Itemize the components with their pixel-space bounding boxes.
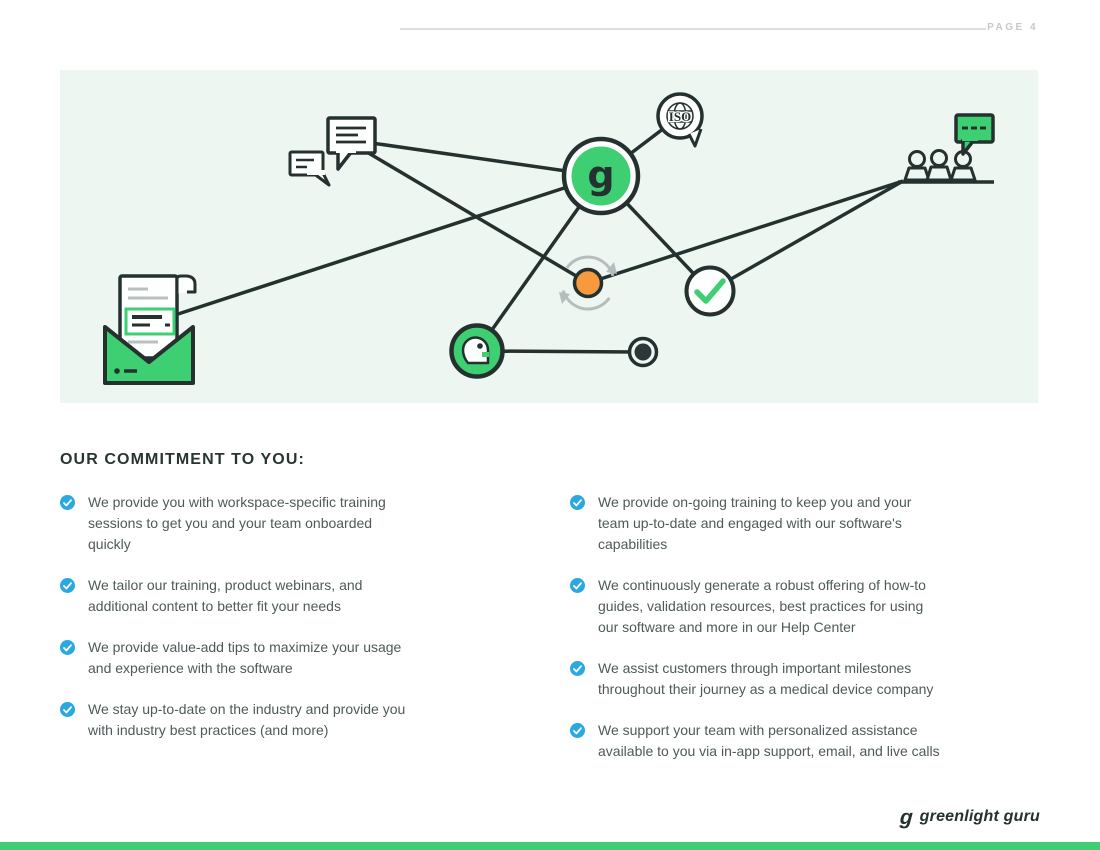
commitment-heading: OUR COMMITMENT TO YOU: [60,451,305,468]
greenlight-logo-icon: g [561,136,641,216]
list-item: We stay up-to-date on the industry and p… [60,699,460,741]
brand-wordmark: greenlight guru [919,808,1040,825]
check-bullet-icon [570,495,585,510]
guru-head-icon [449,323,505,379]
list-item-text: We tailor our training, product webinars… [88,577,363,614]
check-bullet-icon [570,661,585,676]
sync-arrows-icon [559,255,617,311]
list-item: We provide on-going training to keep you… [570,492,990,555]
open-envelope-letter-icon [103,274,197,385]
dot-node-icon [627,336,659,368]
chat-bubbles-icon [288,116,377,187]
list-item: We support your team with personalized a… [570,720,990,762]
list-item-text: We provide on-going training to keep you… [598,494,912,552]
list-item-text: We provide value-add tips to maximize yo… [88,639,402,676]
network-illustration: ISO g [103,92,995,385]
green-speech-bubble-icon [954,113,995,156]
page-number-label: PAGE 4 [987,22,1038,33]
list-item-text: We support your team with personalized a… [598,722,940,759]
network-illustration-panel: ISO g [60,70,1038,403]
connector-lines [174,114,904,354]
iso-globe-badge-icon: ISO [656,92,704,148]
list-item-text: We provide you with workspace-specific t… [88,494,386,552]
list-item: We continuously generate a robust offeri… [570,575,990,638]
check-bullet-icon [60,495,75,510]
footer-accent-bar [0,842,1100,850]
check-bullet-icon [60,702,75,717]
brand-glyph-icon: g [899,805,914,829]
check-bullet-icon [570,723,585,738]
check-circle-icon [684,265,736,317]
commitment-list-right: We provide on-going training to keep you… [570,492,990,782]
list-item-text: We continuously generate a robust offeri… [598,577,926,635]
list-item: We assist customers through important mi… [570,658,990,700]
list-item-text: We stay up-to-date on the industry and p… [88,701,406,738]
check-bullet-icon [60,578,75,593]
commitment-list-left: We provide you with workspace-specific t… [60,492,460,761]
check-bullet-icon [60,640,75,655]
check-bullet-icon [570,578,585,593]
list-item: We provide you with workspace-specific t… [60,492,460,555]
header-rule [400,28,986,30]
audience-group-icon [898,113,995,184]
logo-glyph: g [587,153,614,197]
list-item-text: We assist customers through important mi… [598,660,934,697]
list-item: We provide value-add tips to maximize yo… [60,637,460,679]
iso-label: ISO [669,109,691,124]
list-item: We tailor our training, product webinars… [60,575,460,617]
orange-node-icon [572,267,604,299]
brand-logo: g greenlight guru [899,803,1040,831]
